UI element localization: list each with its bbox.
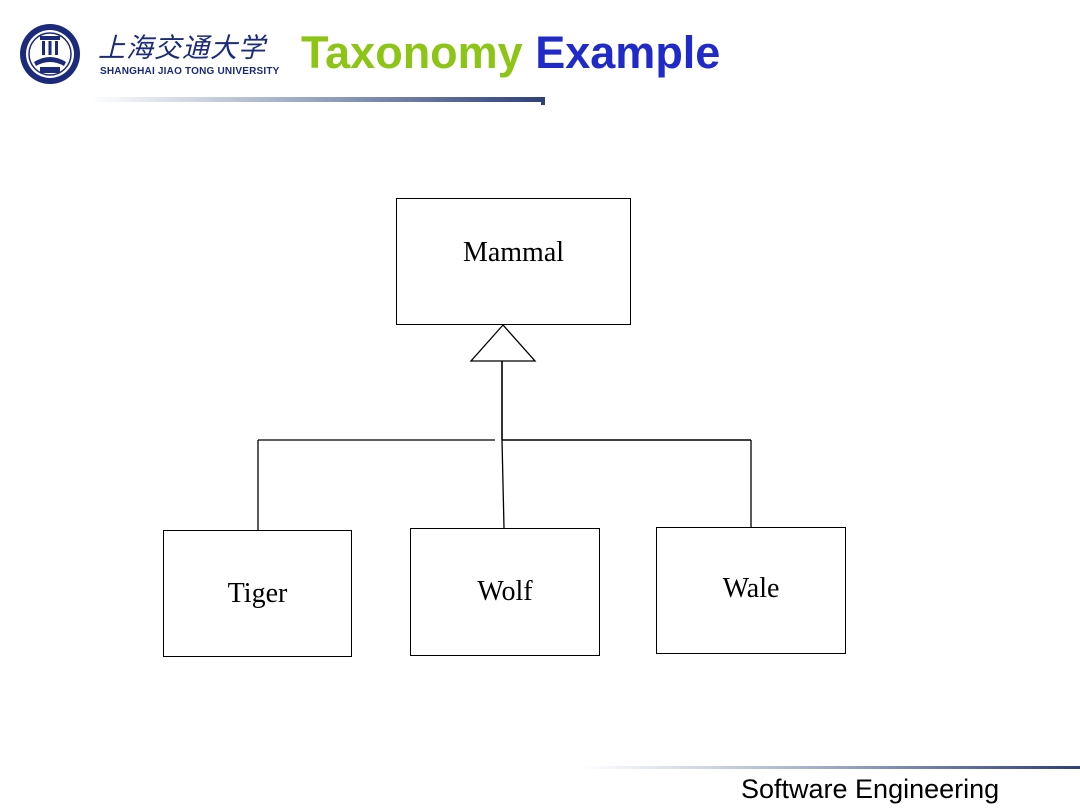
class-box-wale: Wale (656, 527, 846, 654)
slide-title: Taxonomy Example (301, 30, 720, 75)
slide-title-part1: Taxonomy (301, 27, 523, 78)
footer-rule (580, 766, 1080, 769)
footer-course-name: Software Engineering (741, 774, 1000, 804)
class-label-tiger: Tiger (227, 577, 288, 609)
header-rule (90, 97, 545, 102)
class-box-wolf: Wolf (410, 528, 600, 656)
class-box-tiger: Tiger (163, 530, 352, 657)
slide-title-part2: Example (535, 27, 721, 78)
class-box-mammal: Mammal (396, 198, 631, 325)
university-name-english: SHANGHAI JIAO TONG UNIVERSITY (100, 66, 280, 77)
inheritance-triangle (469, 324, 537, 362)
university-seal-icon (20, 24, 80, 84)
university-name-chinese: 上海交通大学 (98, 33, 266, 64)
class-label-wolf: Wolf (477, 576, 533, 607)
branch-drop-wolf (501, 439, 505, 529)
class-label-wale: Wale (722, 572, 780, 604)
header-rule-end (541, 97, 545, 105)
class-label-mammal: Mammal (462, 236, 565, 268)
